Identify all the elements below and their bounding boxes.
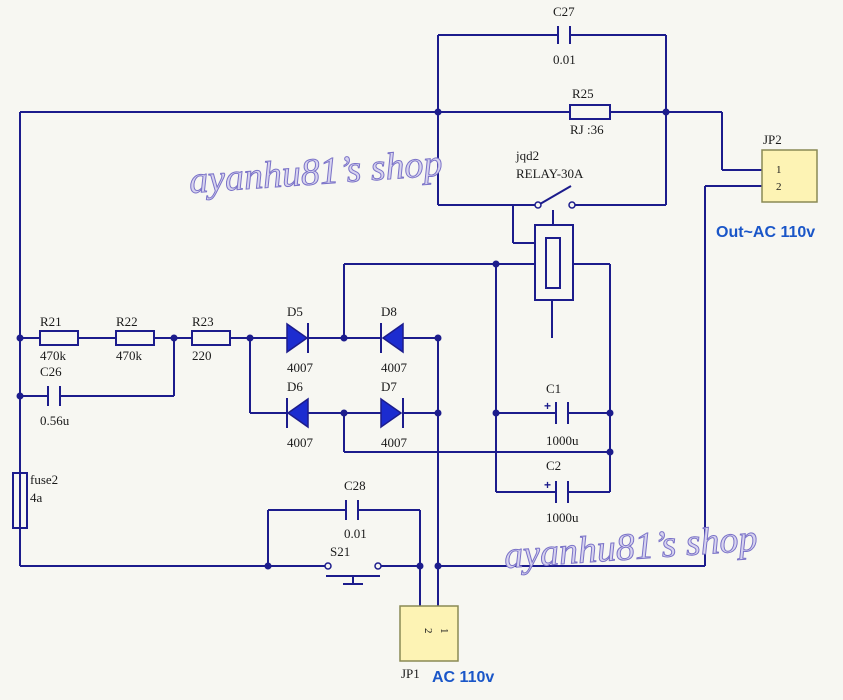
resistor-r22: R22 470k <box>115 314 155 363</box>
d8-ref: D8 <box>381 304 397 319</box>
wires <box>19 34 762 606</box>
r23-ref: R23 <box>192 314 214 329</box>
diode-d6: D6 4007 <box>286 379 314 450</box>
r21-value: 470k <box>40 348 67 363</box>
c27-ref: C27 <box>553 4 575 19</box>
c2-value: 1000u <box>546 510 579 525</box>
d6-ref: D6 <box>287 379 303 394</box>
s21-ref: S21 <box>330 544 350 559</box>
capacitor-c26: C26 0.56u <box>40 364 70 428</box>
c1-ref: C1 <box>546 381 561 396</box>
jp1-label: AC 110v <box>432 669 494 686</box>
resistor-r21: R21 470k <box>39 314 79 363</box>
c26-value: 0.56u <box>40 413 70 428</box>
c1-polarity: + <box>544 399 551 413</box>
diode-d7: D7 4007 <box>380 379 408 450</box>
watermark-bottom: ayanhu81’s shop <box>503 517 759 577</box>
jp2-pin-2: 2 <box>776 181 782 193</box>
jp1-pin-2: 2 <box>422 628 434 634</box>
c28-value: 0.01 <box>344 526 367 541</box>
d5-ref: D5 <box>287 304 303 319</box>
fuse-fuse2: fuse2 4a <box>12 472 58 529</box>
junction-nodes <box>16 108 670 570</box>
capacitor-c1: + C1 1000u <box>544 381 579 448</box>
connector-jp2: JP2 1 2 Out~AC 110v <box>716 132 818 241</box>
r21-ref: R21 <box>40 314 62 329</box>
capacitor-c2: + C2 1000u <box>544 458 579 525</box>
connector-jp1: 2 1 JP1 AC 110v <box>399 605 494 686</box>
d7-value: 4007 <box>381 435 408 450</box>
r25-value: RJ :36 <box>570 122 604 137</box>
d7-ref: D7 <box>381 379 397 394</box>
diode-d5: D5 4007 <box>286 304 314 375</box>
relay-jqd2: jqd2 RELAY-30A <box>515 148 584 301</box>
relay-value: RELAY-30A <box>516 166 584 181</box>
c28-ref: C28 <box>344 478 366 493</box>
c2-polarity: + <box>544 478 551 492</box>
fuse-ref: fuse2 <box>30 472 58 487</box>
resistor-r25: R25 RJ :36 <box>569 86 611 137</box>
r25-ref: R25 <box>572 86 594 101</box>
r22-ref: R22 <box>116 314 138 329</box>
watermark-top: ayanhu81’s shop <box>188 142 444 202</box>
d8-value: 4007 <box>381 360 408 375</box>
jp2-ref: JP2 <box>763 132 782 147</box>
relay-ref: jqd2 <box>515 148 539 163</box>
switch-s21: S21 <box>324 544 382 585</box>
d5-value: 4007 <box>287 360 314 375</box>
capacitor-c27: C27 0.01 <box>553 4 576 67</box>
resistor-r23: R23 220 <box>191 314 231 363</box>
d6-value: 4007 <box>287 435 314 450</box>
r23-value: 220 <box>192 348 212 363</box>
c1-value: 1000u <box>546 433 579 448</box>
c2-ref: C2 <box>546 458 561 473</box>
fuse-value: 4a <box>30 490 43 505</box>
diode-d8: D8 4007 <box>380 304 408 375</box>
c27-value: 0.01 <box>553 52 576 67</box>
c26-ref: C26 <box>40 364 62 379</box>
jp1-pin-1: 1 <box>438 628 450 634</box>
jp2-label: Out~AC 110v <box>716 224 815 241</box>
r22-value: 470k <box>116 348 143 363</box>
capacitor-c28: C28 0.01 <box>344 478 367 541</box>
jp2-pin-1: 1 <box>776 164 782 176</box>
jp1-ref: JP1 <box>401 666 420 681</box>
